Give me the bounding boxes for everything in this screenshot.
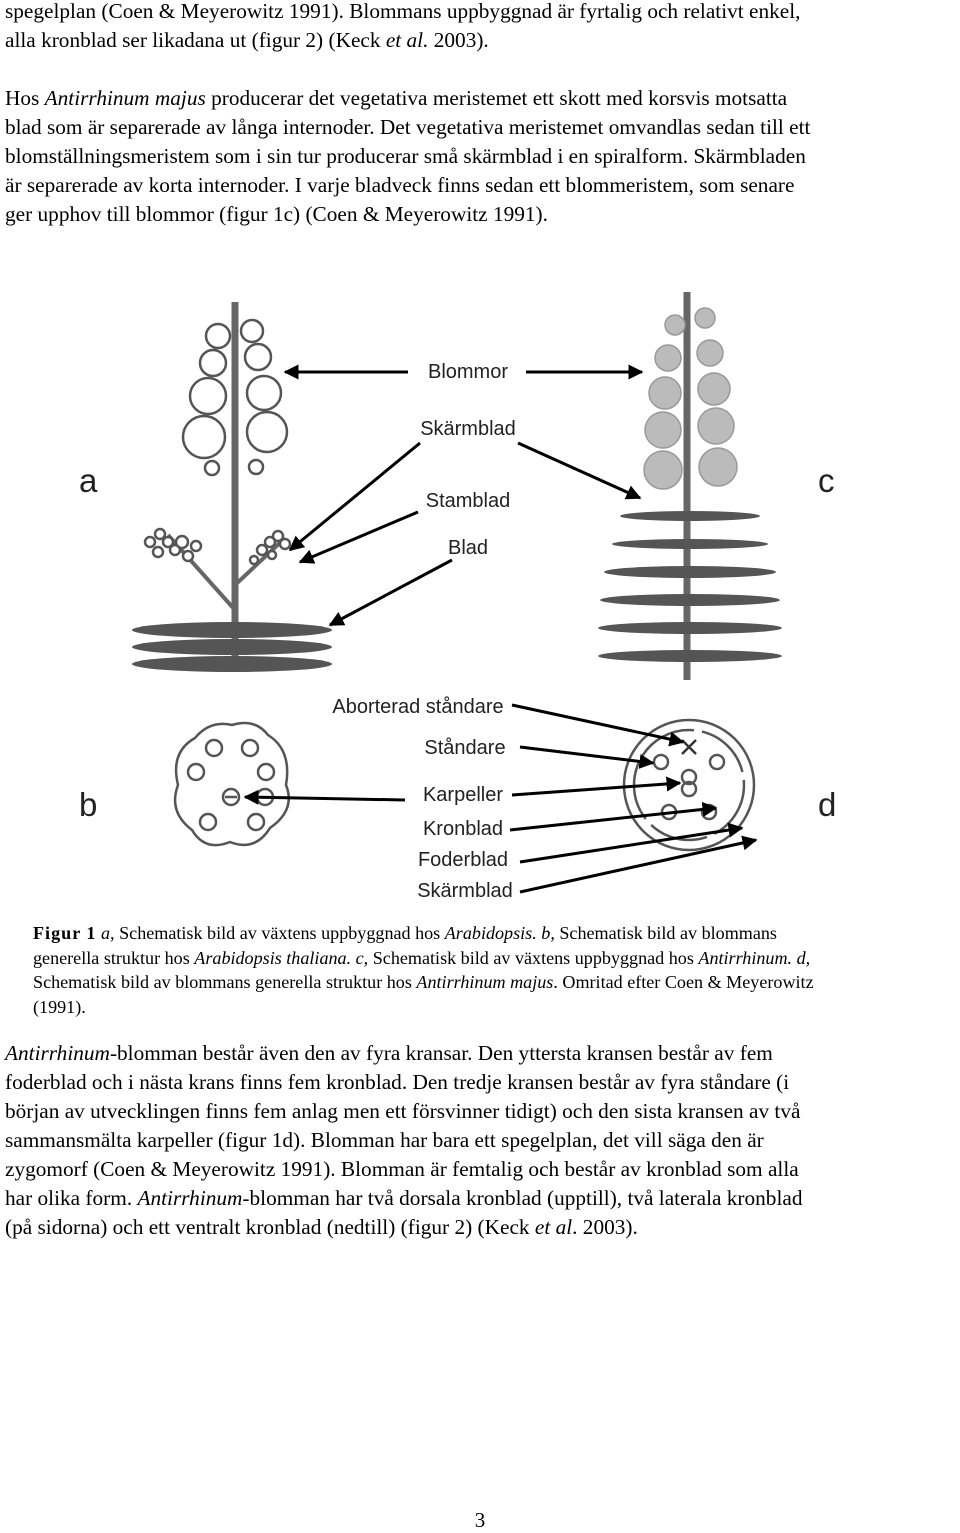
text-line: blad som är separerade av långa internod… xyxy=(5,115,811,139)
figure-plant-structure: a c b d Blommor Skärmblad Stamblad Blad … xyxy=(0,280,960,910)
label-aborterad-standare: Aborterad ståndare xyxy=(332,696,503,718)
panel-letter-a: a xyxy=(79,462,98,499)
caption-line: (1991). xyxy=(33,996,86,1017)
caption-line: Figur 1 a, Schematisk bild av växtens up… xyxy=(33,923,777,943)
caption-line: generella struktur hos Arabidopsis thali… xyxy=(33,947,811,968)
text-line: ger upphov till blommor (figur 1c) (Coen… xyxy=(5,202,548,226)
label-foderblad: Foderblad xyxy=(418,849,508,871)
text-line: (på sidorna) och ett ventralt kronblad (… xyxy=(5,1215,638,1239)
label-standare: Ståndare xyxy=(424,737,505,759)
figure-arrows xyxy=(243,364,758,894)
text-line: är separerade av korta internoder. I var… xyxy=(5,173,795,197)
figure-caption: Figur 1 a, Schematisk bild av växtens up… xyxy=(33,921,945,1019)
label-kronblad: Kronblad xyxy=(423,818,503,840)
text-line: sammansmälta karpeller (figur 1d). Blomm… xyxy=(5,1128,764,1152)
text-line: början av utvecklingen finns fem anlag m… xyxy=(5,1099,801,1123)
panel-letter-c: c xyxy=(818,462,835,499)
arabidopsis-flower-diagram xyxy=(173,721,290,847)
text-line: har olika form. Antirrhinum-blomman har … xyxy=(5,1186,803,1210)
arabidopsis-plant-drawing xyxy=(132,302,332,672)
label-karpeller: Karpeller xyxy=(423,784,503,806)
panel-letter-b: b xyxy=(79,786,97,823)
antirrhinum-plant-drawing xyxy=(598,292,782,680)
figure-diagram: a c b d Blommor Skärmblad Stamblad Blad … xyxy=(79,292,836,902)
text-line: zygomorf (Coen & Meyerowitz 1991). Blomm… xyxy=(5,1157,799,1181)
paragraph-intro: spegelplan (Coen & Meyerowitz 1991). Blo… xyxy=(5,0,957,55)
label-skarmblad-bottom: Skärmblad xyxy=(417,880,513,902)
text-line: Hos Antirrhinum majus producerar det veg… xyxy=(5,86,788,110)
label-blad: Blad xyxy=(448,537,488,559)
text-line: foderblad och i nästa krans finns fem kr… xyxy=(5,1070,790,1094)
text-line: alla kronblad ser likadana ut (figur 2) … xyxy=(5,28,489,52)
text-line: spegelplan (Coen & Meyerowitz 1991). Blo… xyxy=(5,0,801,23)
paragraph-antirrhinum-flower: Antirrhinum-blomman består även den av f… xyxy=(5,1039,957,1242)
label-skarmblad-top: Skärmblad xyxy=(420,418,516,440)
label-blommor: Blommor xyxy=(428,361,508,383)
label-stamblad: Stamblad xyxy=(426,490,511,512)
text-line: blomställningsmeristem som i sin tur pro… xyxy=(5,144,806,168)
panel-letter-d: d xyxy=(818,786,836,823)
paragraph-antirrhinum-growth: Hos Antirrhinum majus producerar det veg… xyxy=(5,84,957,229)
page-number: 3 xyxy=(474,1508,486,1532)
caption-line: Schematisk bild av blommans generella st… xyxy=(33,972,814,992)
text-line: Antirrhinum-blomman består även den av f… xyxy=(5,1041,773,1065)
